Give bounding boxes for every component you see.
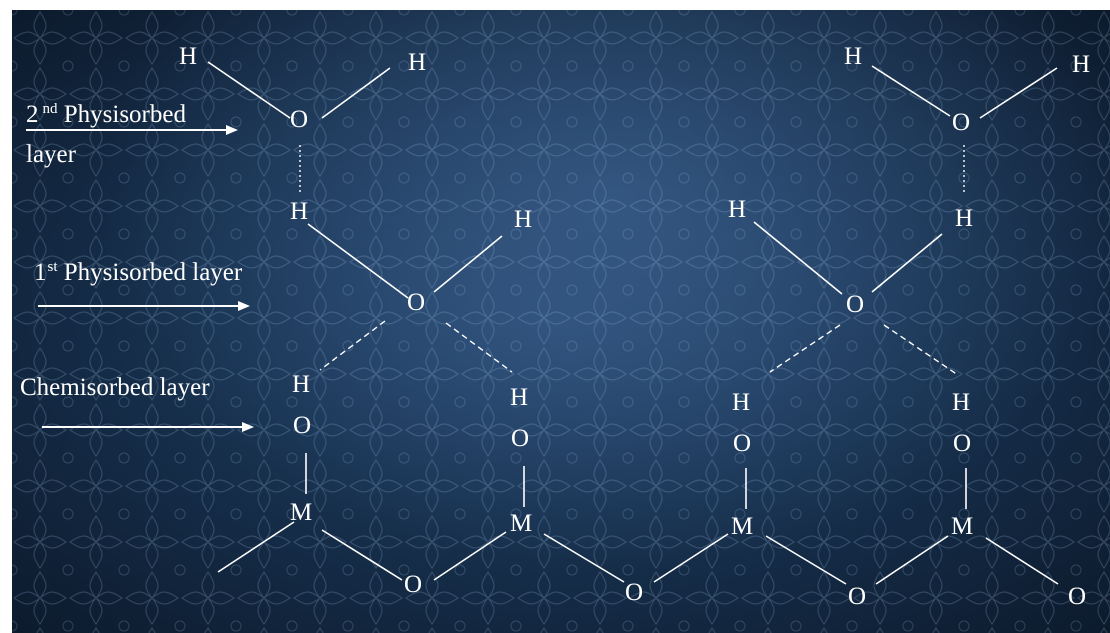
hydrogen-bonds <box>299 145 965 376</box>
oxygen-atom: O <box>407 289 425 316</box>
first-physisorbed-layer-label: 1st Physisorbed layer <box>34 259 250 311</box>
label-superscript: st <box>48 259 59 275</box>
atoms: H H O H H H O H H O H O H O H O H O H O … <box>179 43 1090 610</box>
label-text: Chemisorbed layer <box>20 374 210 401</box>
hydrogen-atom: H <box>732 389 750 416</box>
hydrogen-atom: H <box>955 205 973 232</box>
oxygen-atom: O <box>952 109 970 136</box>
covalent-bonds <box>207 61 1059 585</box>
oxygen-atom: O <box>846 291 864 318</box>
arrow-head <box>226 125 238 135</box>
oxygen-atom: O <box>290 106 308 133</box>
label-part: 2 <box>26 101 39 128</box>
oxygen-atom: O <box>511 425 529 452</box>
hydrogen-atom: H <box>290 198 308 225</box>
hydrogen-atom: H <box>514 206 532 233</box>
label-part: Physisorbed <box>58 101 187 128</box>
oxygen-atom: O <box>953 430 971 457</box>
hydrogen-atom: H <box>408 49 426 76</box>
label-part: Physisorbed layer <box>58 259 243 286</box>
oxygen-atom: O <box>1068 583 1086 610</box>
label-superscript: nd <box>43 101 59 117</box>
hydrogen-atom: H <box>1072 51 1090 78</box>
hydrogen-atom: H <box>179 43 197 70</box>
oxygen-atom: O <box>733 430 751 457</box>
arrow-head <box>238 301 250 311</box>
hydrogen-atom: H <box>292 371 310 398</box>
oxygen-atom: O <box>848 583 866 610</box>
label-part: 1 <box>34 259 47 286</box>
svg-text:1st Physisorbed layer: 1st Physisorbed layer <box>34 259 243 286</box>
label-line-2: layer <box>26 141 77 168</box>
hydrogen-atom: H <box>844 43 862 70</box>
damask-background-pattern <box>12 10 1110 633</box>
oxygen-atom: O <box>625 579 643 606</box>
metal-atom: M <box>731 513 753 540</box>
hydrogen-atom: H <box>510 384 528 411</box>
chemisorbed-layer-label: Chemisorbed layer <box>20 374 254 432</box>
svg-text:2nd Physisorbed: 2nd Physisorbed <box>26 101 186 128</box>
arrow-head <box>242 422 254 432</box>
metal-atom: M <box>510 510 532 537</box>
oxygen-atom: O <box>404 571 422 598</box>
hydrogen-atom: H <box>952 389 970 416</box>
metal-atom: M <box>290 499 312 526</box>
hydrogen-atom: H <box>728 196 746 223</box>
oxygen-atom: O <box>293 412 311 439</box>
metal-atom: M <box>951 513 973 540</box>
